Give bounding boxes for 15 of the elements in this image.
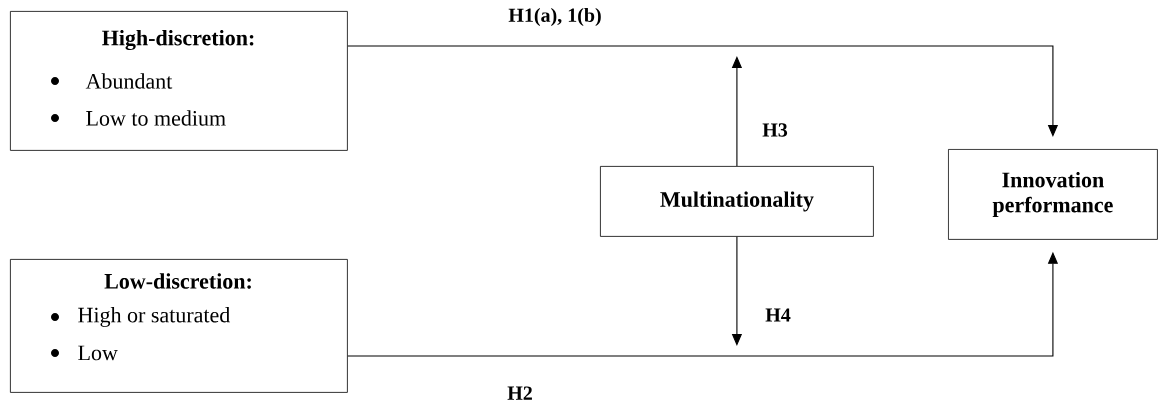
bullet-item: Low [51, 345, 118, 361]
edge-label: H3 [761, 122, 789, 138]
bullet-item: High or saturated [51, 307, 231, 327]
arrow [347, 45, 1059, 137]
bullet-item: Low to medium [51, 110, 226, 126]
box-heading: High-discretion: [102, 29, 254, 51]
edge-label: H4 [764, 307, 792, 323]
box-heading: Low-discretion: [104, 273, 251, 289]
bullet-item: Abundant [51, 73, 173, 89]
factor-box [10, 259, 348, 393]
edge-label: H1(a), 1(b) [507, 6, 603, 28]
edge-label: H2 [506, 385, 534, 401]
factor-box [10, 11, 348, 151]
factor-box: Innovation performance [948, 149, 1158, 240]
factor-box: Multinationality [600, 166, 874, 237]
